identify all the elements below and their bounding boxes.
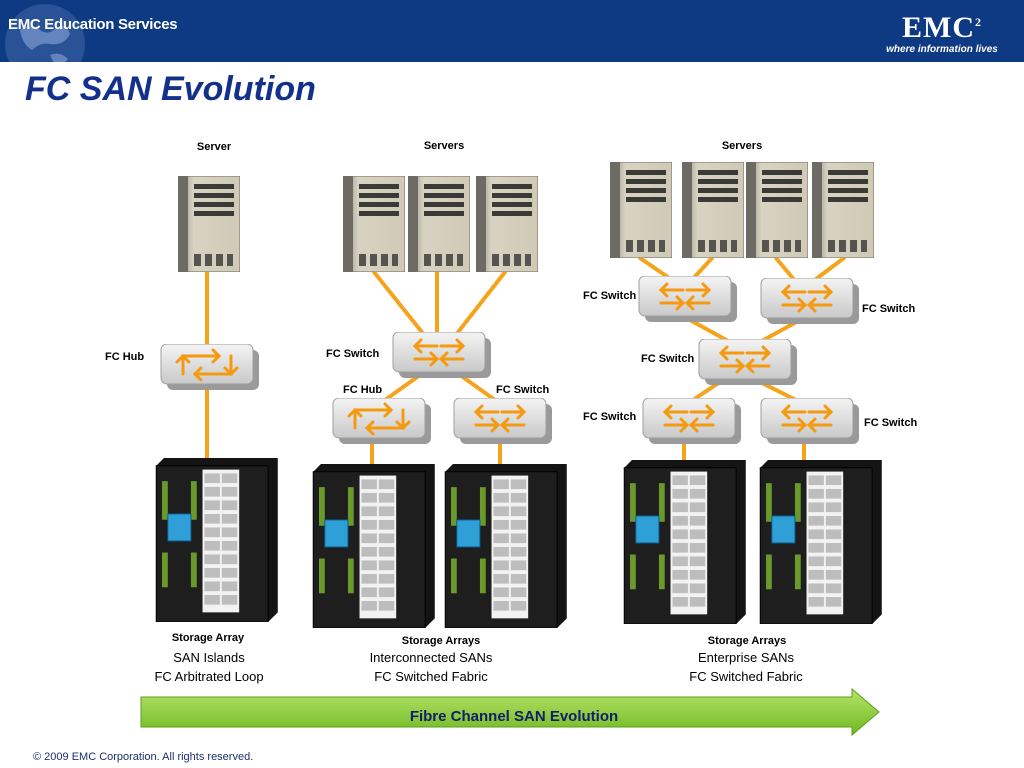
education-services-label: EMC Education Services — [8, 16, 178, 33]
label-servers: Servers — [424, 140, 464, 152]
copyright-footer: © 2009 EMC Corporation. All rights reser… — [33, 751, 254, 763]
caption-fc-arbitrated-loop: FC Arbitrated Loop — [154, 669, 263, 684]
fc-switch-icon — [392, 332, 492, 379]
label-fc-switch: FC Switch — [583, 290, 636, 302]
emc-logo-word: EMC — [902, 11, 975, 44]
storage-array-icon — [623, 460, 747, 624]
label-fc-switch: FC Switch — [583, 411, 636, 423]
fc-switch-icon — [698, 339, 798, 386]
globe-icon — [5, 4, 85, 62]
fc-hub-icon — [332, 398, 432, 445]
server-icon — [343, 176, 405, 272]
emc-logo-sup: 2 — [975, 15, 982, 29]
label-storage-array: Storage Array — [172, 632, 245, 644]
storage-array-icon — [155, 458, 279, 622]
server-icon — [408, 176, 470, 272]
emc-tagline: where information lives — [886, 44, 998, 55]
label-fc-switch: FC Switch — [496, 384, 549, 396]
fc-switch-icon — [638, 276, 738, 323]
caption-enterprise-sans: Enterprise SANs — [698, 650, 795, 665]
label-server: Server — [197, 141, 232, 153]
fc-switch-icon — [760, 278, 860, 325]
label-fc-hub: FC Hub — [343, 384, 382, 396]
label-fc-switch: FC Switch — [326, 348, 379, 360]
storage-array-icon — [312, 464, 436, 628]
storage-array-icon — [444, 464, 568, 628]
fc-switch-icon — [453, 398, 553, 445]
caption-fc-switched-fabric: FC Switched Fabric — [374, 669, 488, 684]
fc-switch-icon — [642, 398, 742, 445]
evolution-arrow-label: Fibre Channel SAN Evolution — [410, 708, 618, 725]
fc-switch-icon — [760, 398, 860, 445]
storage-array-icon — [759, 460, 883, 624]
server-icon — [682, 162, 744, 258]
label-fc-switch: FC Switch — [864, 417, 917, 429]
header-bar: EMC Education Services EMC2 where inform… — [0, 0, 1024, 62]
fc-hub-icon — [160, 344, 260, 391]
page-title: FC SAN Evolution — [25, 70, 316, 108]
server-icon — [812, 162, 874, 258]
server-icon — [746, 162, 808, 258]
caption-interconnected-sans: Interconnected SANs — [370, 650, 493, 665]
caption-fc-switched-fabric: FC Switched Fabric — [689, 669, 803, 684]
server-icon — [610, 162, 672, 258]
server-icon — [476, 176, 538, 272]
label-fc-switch: FC Switch — [641, 353, 694, 365]
label-storage-arrays: Storage Arrays — [402, 635, 480, 647]
caption-san-islands: SAN Islands — [173, 650, 245, 665]
label-servers: Servers — [722, 140, 762, 152]
emc-logo: EMC2 where information lives — [882, 6, 1002, 56]
server-icon — [178, 176, 240, 272]
evolution-arrow: Fibre Channel SAN Evolution — [140, 687, 880, 737]
label-fc-hub: FC Hub — [105, 351, 144, 363]
label-storage-arrays: Storage Arrays — [708, 635, 786, 647]
label-fc-switch: FC Switch — [862, 303, 915, 315]
